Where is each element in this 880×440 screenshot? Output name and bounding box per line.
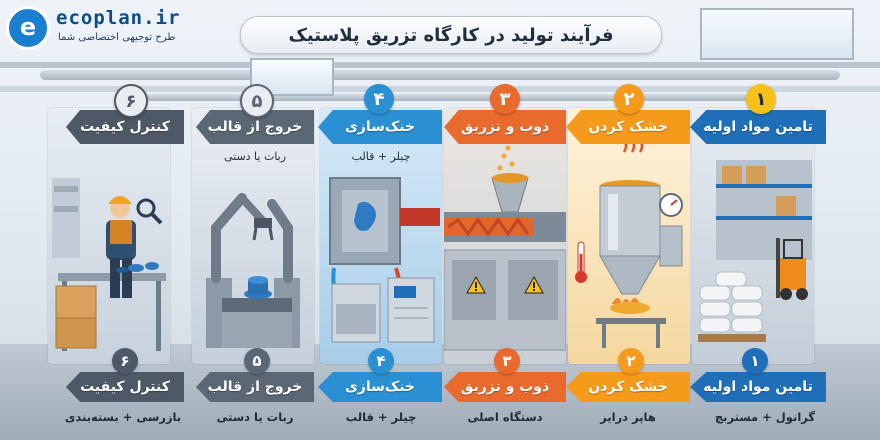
step2-badge: ۲ [614,84,644,114]
step5-bottom-badge: ۵ [244,348,270,374]
step2-title: خشک کردن [588,119,668,135]
step4-top-arrow: خنک‌سازی [318,110,442,144]
step6-top-arrow: کنترل کیفیت [66,110,184,144]
thermometer-icon [575,241,587,283]
step2-bottom-subtitle: هاپر درایر [600,410,656,424]
step3-top-arrow: ذوب و تزریق [444,110,566,144]
step6-bottom-subtitle: بازرسی + بسته‌بندی [64,410,182,424]
step4-bottom-title: خنک‌سازی [344,379,416,395]
step4-badge: ۴ [364,84,394,114]
logo-name: ecoplan.ir [56,7,181,29]
step2-bottom-title: خشک کردن [588,379,668,395]
step1-bottom-arrow: تامین مواد اولیه [690,372,826,402]
step3-bottom-subtitle: دستگاه اصلی [467,410,543,424]
page-title: فرآیند تولید در کارگاه تزریق پلاستیک [240,16,662,54]
step3-bottom-badge: ۳ [494,348,520,374]
logo-tagline: طرح توجیهی اختصاصی شما [58,32,176,43]
step1-bottom-title: تامین مواد اولیه [703,379,813,395]
step1-title: تامین مواد اولیه [703,119,813,135]
step6-bottom-title: کنترل کیفیت [80,379,170,395]
step1-bottom-badge: ۱ [742,348,768,374]
step5-title: خروج از قالب [207,119,303,135]
step6-title: کنترل کیفیت [80,119,170,135]
step5-badge: ۵ [240,84,274,118]
step4-bottom-subtitle: چیلر + قالب [345,410,417,424]
step3-badge: ۳ [490,84,520,114]
step4-bottom-arrow: خنک‌سازی [318,372,442,402]
step3-bottom-title: ذوب و تزریق [460,379,550,395]
step1-top-arrow: تامین مواد اولیه [690,110,826,144]
step2-bottom-arrow: خشک کردن [566,372,690,402]
warning-sign-icon [466,276,486,294]
panel-cooling [320,108,442,364]
panel-drying [568,108,690,364]
step6-bottom-arrow: کنترل کیفیت [66,372,184,402]
step6-bottom-badge: ۶ [112,348,138,374]
step3-title: ذوب و تزریق [460,119,550,135]
step4-top-subtitle: چیلر + قالب [351,150,411,163]
warning-sign-icon [524,276,544,294]
step2-top-arrow: خشک کردن [566,110,690,144]
step4-bottom-badge: ۴ [368,348,394,374]
step4-title: خنک‌سازی [344,119,416,135]
logo: e ecoplan.ir طرح توجیهی اختصاصی شما [6,6,224,50]
panel-demolding [192,108,314,364]
step1-bottom-subtitle: گرانول + مستربچ [714,410,816,424]
step2-bottom-badge: ۲ [618,348,644,374]
logo-mark: e [6,6,50,50]
panel-raw-material [692,108,814,364]
step3-bottom-arrow: ذوب و تزریق [444,372,566,402]
step5-bottom-subtitle: ربات یا دستی [216,410,294,424]
step6-badge: ۶ [114,84,148,118]
panel-quality-control [48,108,170,364]
step5-bottom-title: خروج از قالب [207,379,303,395]
step5-bottom-arrow: خروج از قالب [196,372,314,402]
magnifier-icon [136,198,163,225]
panel-injection [444,108,566,364]
pressure-gauge-icon [659,193,683,217]
step1-badge: ۱ [746,84,776,114]
step5-top-subtitle: ربات یا دستی [223,150,287,163]
